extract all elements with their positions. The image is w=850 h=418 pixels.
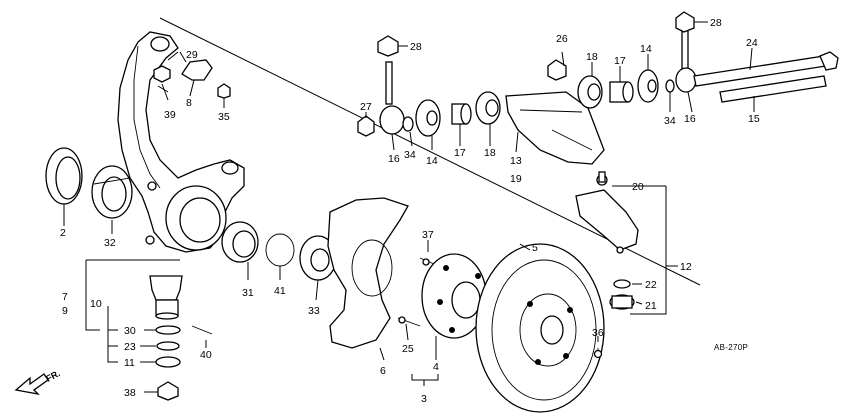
- hub-bolt-25: [397, 316, 421, 327]
- callout-20: 20: [632, 181, 644, 193]
- callout-19: 19: [510, 173, 522, 185]
- leader-lines: [63, 21, 755, 393]
- dust-seal: [45, 147, 83, 205]
- callout-15: 15: [748, 113, 760, 125]
- nut-28-right: [675, 11, 695, 33]
- lower-arm-12: [575, 171, 639, 254]
- hub-screw-37: [419, 257, 435, 266]
- bushing-18-left: [475, 91, 501, 125]
- callout-14b: 14: [640, 43, 652, 55]
- callout-34b: 34: [664, 115, 676, 127]
- callout-12: 12: [680, 261, 692, 273]
- callout-23: 23: [124, 341, 136, 353]
- boot-11: [155, 356, 181, 368]
- nut-26: [547, 59, 567, 81]
- callout-2: 2: [60, 227, 66, 239]
- callout-21: 21: [645, 300, 657, 312]
- callout-4: 4: [433, 361, 439, 373]
- callout-9: 9: [62, 305, 68, 317]
- callout-36: 36: [592, 327, 604, 339]
- callout-31: 31: [242, 287, 254, 299]
- callout-10: 10: [90, 298, 102, 310]
- callout-24: 24: [746, 37, 758, 49]
- callout-41: 41: [274, 285, 286, 297]
- nut-28-left: [377, 35, 399, 57]
- callout-28a: 28: [410, 41, 422, 53]
- long-bolt-24: [693, 51, 839, 87]
- callout-17a: 17: [454, 147, 466, 159]
- castle-nut: [153, 65, 171, 83]
- callout-33: 33: [308, 305, 320, 317]
- callout-29: 29: [186, 49, 198, 61]
- callout-25: 25: [402, 343, 414, 355]
- steering-knuckle: [117, 31, 245, 253]
- callout-18a: 18: [484, 147, 496, 159]
- cotter-pin-40: [191, 325, 213, 335]
- callout-13: 13: [510, 155, 522, 167]
- bushing-14-right: [637, 69, 659, 103]
- callout-34a: 34: [404, 149, 416, 161]
- washer-30: [155, 325, 181, 335]
- callout-32: 32: [104, 237, 116, 249]
- washer-34-left: [402, 116, 414, 132]
- nut-27: [357, 115, 375, 137]
- wheel-bearing: [221, 221, 259, 263]
- clip-22: [613, 279, 631, 289]
- circlip: [265, 233, 295, 267]
- nut-38: [157, 381, 179, 401]
- drawing-code: AB-270P: [714, 343, 748, 352]
- callout-26: 26: [556, 33, 568, 45]
- bolt-16-left: [379, 61, 405, 135]
- bolt-35: [217, 83, 231, 99]
- rod-15: [719, 75, 827, 103]
- ring-23: [156, 341, 180, 351]
- callout-3: 3: [421, 393, 427, 405]
- brake-disc: [475, 243, 605, 413]
- callout-5: 5: [532, 242, 538, 254]
- boot-21: [609, 294, 635, 310]
- callout-14a: 14: [426, 155, 438, 167]
- callout-37: 37: [422, 229, 434, 241]
- wheel-hub: [421, 253, 487, 339]
- callout-30: 30: [124, 325, 136, 337]
- callout-6: 6: [380, 365, 386, 377]
- front-direction-label: FR.: [44, 368, 61, 384]
- callout-40: 40: [200, 349, 212, 361]
- callout-16b: 16: [684, 113, 696, 125]
- upper-arm: [505, 91, 605, 165]
- callout-39: 39: [164, 109, 176, 121]
- outer-seal: [299, 235, 337, 281]
- callout-8: 8: [186, 97, 192, 109]
- collar-17-left: [451, 103, 472, 125]
- cotter-pin-small: [157, 85, 169, 93]
- callout-28b: 28: [710, 17, 722, 29]
- callout-18b: 18: [586, 51, 598, 63]
- callout-22: 22: [645, 279, 657, 291]
- callout-16a: 16: [388, 153, 400, 165]
- callout-35: 35: [218, 111, 230, 123]
- washer-34-right: [665, 79, 675, 93]
- bushing-14-left: [415, 99, 441, 137]
- clip: [181, 59, 213, 81]
- bushing-18-right: [577, 75, 603, 109]
- inner-seal: [91, 165, 133, 219]
- callout-labels: 2 3 4 5 6 7 8 9 10 11 12 13 14 14 15 16 …: [60, 17, 760, 405]
- callout-38: 38: [124, 387, 136, 399]
- callout-27: 27: [360, 101, 372, 113]
- callout-17b: 17: [614, 55, 626, 67]
- splash-shield: [327, 197, 409, 349]
- bolt-16-right: [675, 25, 697, 93]
- disc-screw-36: [593, 348, 603, 359]
- ball-joint: [149, 275, 183, 320]
- callout-7: 7: [62, 291, 68, 303]
- callout-11: 11: [124, 357, 135, 369]
- front-direction-arrow: FR.: [14, 368, 62, 396]
- collar-17-right: [609, 81, 634, 103]
